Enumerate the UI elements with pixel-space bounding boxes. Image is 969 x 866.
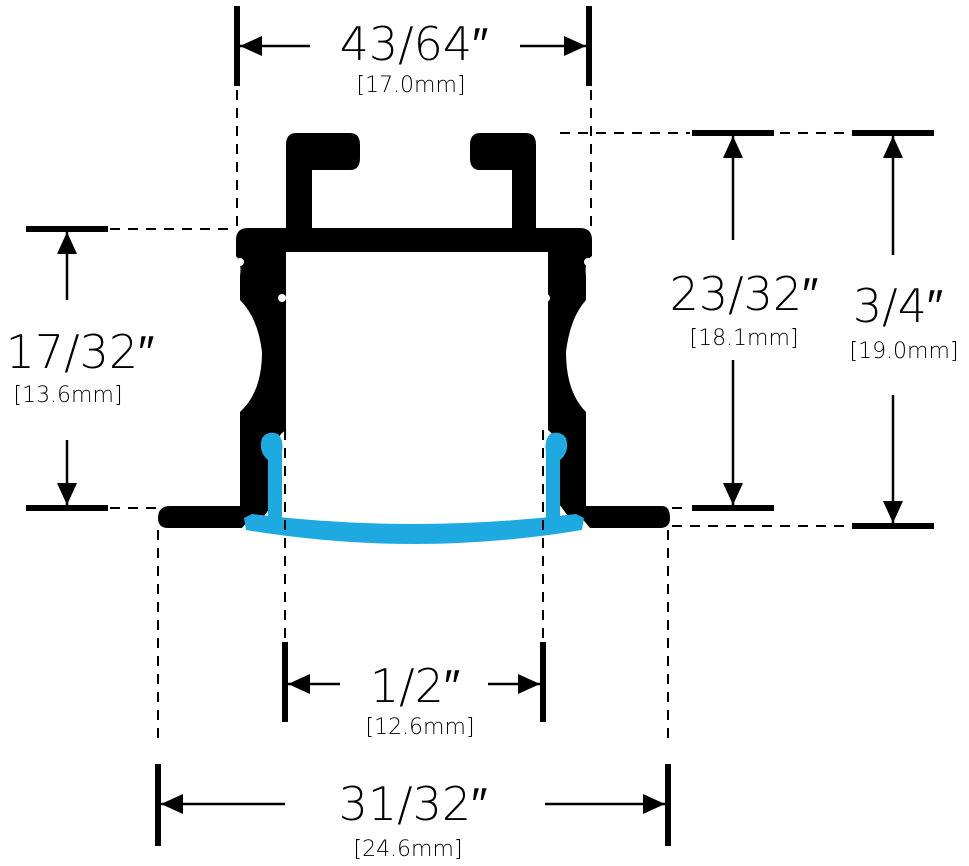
inner-height-imperial: 23/32″ <box>670 267 819 321</box>
dimension-inner-width: 1/2″ [12.6mm] <box>282 642 546 740</box>
extension-lines <box>110 90 850 745</box>
profile-notches <box>236 258 592 302</box>
dimension-total-height: 3/4″ [19.0mm] <box>849 130 959 529</box>
flange-width-metric: [24.6mm] <box>353 837 462 862</box>
left-height-metric: [13.6mm] <box>13 383 122 408</box>
aluminum-profile <box>158 133 670 528</box>
diffuser-lens <box>244 432 584 544</box>
top-width-metric: [17.0mm] <box>356 73 465 98</box>
dimension-top-width: 43/64″ [17.0mm] <box>234 6 592 98</box>
inner-height-metric: [18.1mm] <box>689 326 798 351</box>
total-height-imperial: 3/4″ <box>853 279 943 333</box>
dimension-flange-width: 31/32″ [24.6mm] <box>155 764 671 862</box>
profile-body <box>158 228 670 528</box>
top-clip-left <box>286 133 360 232</box>
inner-width-imperial: 1/2″ <box>370 659 460 713</box>
left-height-imperial: 17/32″ <box>6 325 155 379</box>
inner-width-metric: [12.6mm] <box>365 715 474 740</box>
dimension-left-height: 17/32″ [13.6mm] <box>6 226 155 511</box>
dimension-inner-height: 23/32″ [18.1mm] <box>670 130 819 511</box>
flange-width-imperial: 31/32″ <box>339 777 488 831</box>
total-height-metric: [19.0mm] <box>849 339 958 364</box>
top-clip-right <box>470 133 536 232</box>
top-width-imperial: 43/64″ <box>340 17 489 71</box>
